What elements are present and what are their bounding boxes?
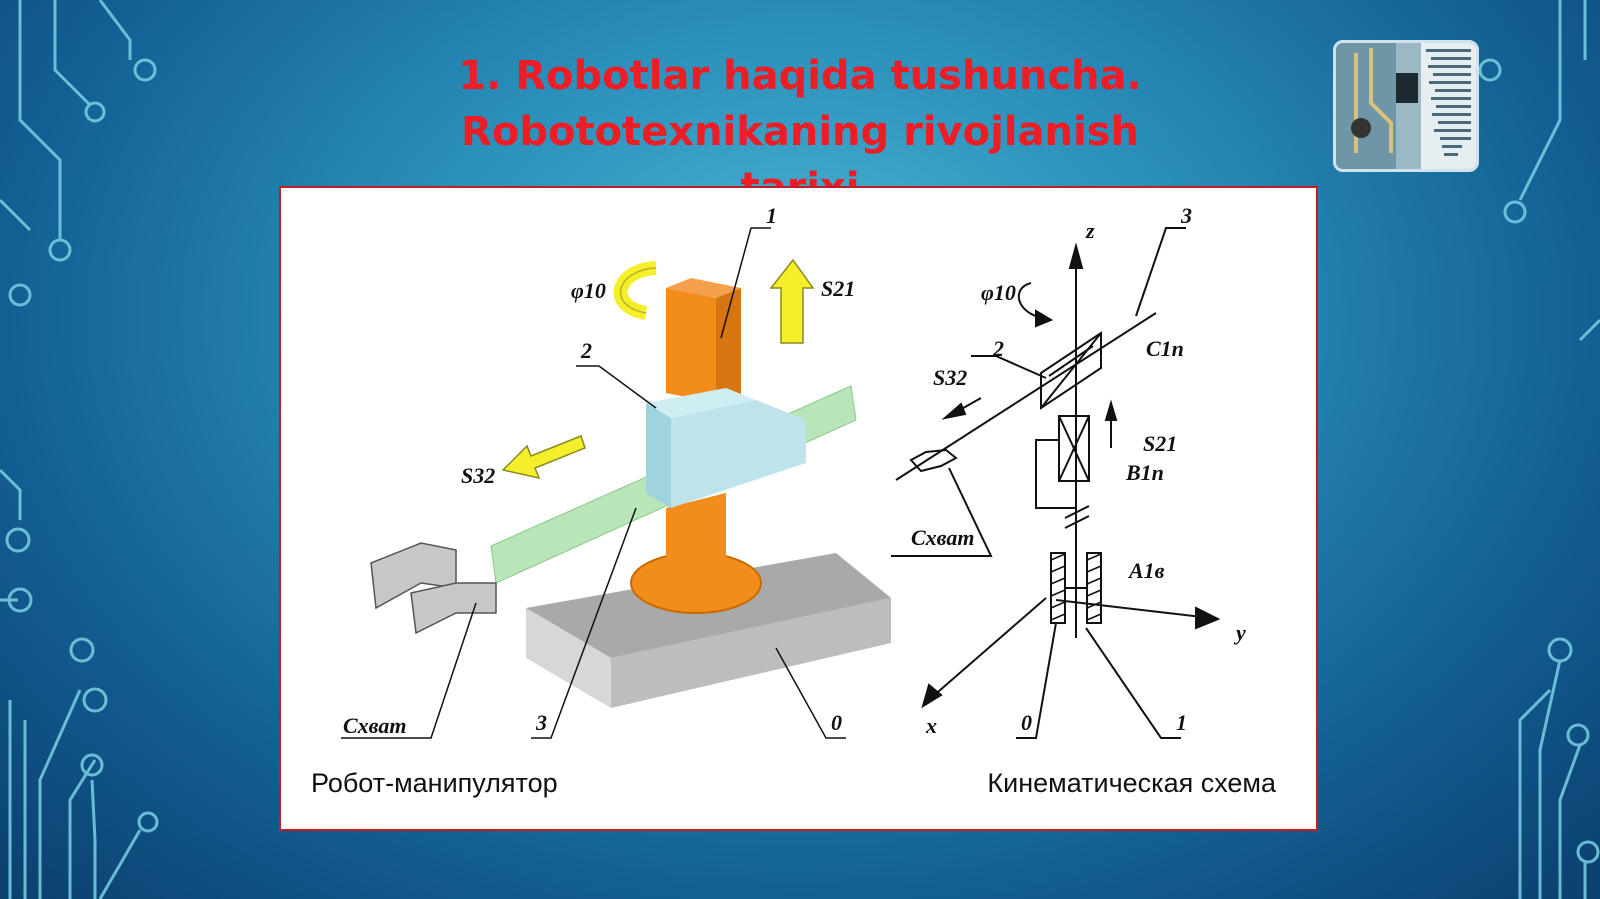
scheme-label-x: x — [925, 713, 937, 738]
label-1: 1 — [766, 203, 777, 228]
scheme-label-s21: S21 — [1143, 431, 1177, 456]
title-line-2: Robototexnikaning rivojlanish — [461, 109, 1139, 155]
scheme-label-2: 2 — [992, 336, 1004, 361]
label-s32: S32 — [461, 463, 495, 488]
scheme-label-s32: S32 — [933, 365, 967, 390]
scheme-label-z: z — [1085, 218, 1095, 243]
label-2: 2 — [580, 338, 592, 363]
gripper-finger-2 — [410, 582, 497, 635]
scheme-label-3: 3 — [1180, 203, 1192, 228]
caption-manipulator: Робот-манипулятор — [311, 768, 558, 798]
column-upper-side — [716, 288, 741, 403]
base-front — [526, 608, 611, 708]
robot-diagram-figure: 1 2 3 0 φ10 S21 S32 Схват — [279, 186, 1318, 831]
slide-title: 1. Robotlar haqida tushuncha. Robototexn… — [380, 48, 1220, 188]
circuit-decoration-right — [1478, 0, 1600, 899]
circuit-decoration-left — [0, 0, 159, 899]
title-line-3: tarixi — [740, 165, 860, 188]
logo-image — [1333, 40, 1479, 172]
label-3: 3 — [535, 710, 547, 735]
rotation-arrow — [613, 261, 657, 320]
title-line-1: 1. Robotlar haqida tushuncha. — [458, 53, 1142, 99]
label-gripper: Схват — [343, 713, 406, 738]
diagram-canvas: 1 2 3 0 φ10 S21 S32 Схват — [341, 203, 1246, 739]
column-upper-front — [666, 288, 716, 403]
scheme-label-a1v: A1в — [1127, 558, 1165, 583]
scheme-label-b1n: B1п — [1125, 460, 1164, 485]
caption-kinematic-scheme: Кинематическая схема — [987, 768, 1276, 798]
base-side — [611, 598, 891, 708]
scheme-label-gripper: Схват — [911, 525, 974, 550]
scheme-label-c1n: C1п — [1146, 336, 1184, 361]
scheme-label-phi10: φ10 — [981, 280, 1016, 305]
scheme-label-0: 0 — [1021, 710, 1032, 735]
scheme-label-1: 1 — [1176, 710, 1187, 735]
scheme-label-y: y — [1233, 620, 1246, 645]
carriage-front — [646, 403, 671, 508]
column-upper-top — [666, 278, 741, 298]
carriage-top — [646, 388, 756, 418]
column-lower — [666, 493, 726, 603]
extend-arrow — [501, 435, 586, 480]
label-s21: S21 — [821, 276, 855, 301]
label-0: 0 — [831, 710, 842, 735]
carriage-side — [671, 400, 806, 508]
lift-arrow — [769, 258, 815, 344]
label-phi10: φ10 — [571, 278, 606, 303]
